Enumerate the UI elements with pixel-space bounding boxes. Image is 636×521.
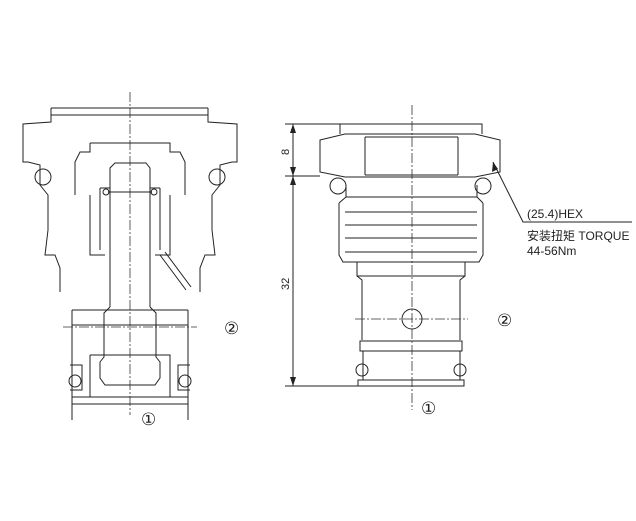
- hex-size-label: (25.4)HEX: [527, 207, 583, 221]
- o-ring: [474, 177, 492, 195]
- spool: [108, 162, 152, 307]
- exterior-view: 8 32 (25.4)HEX 安装扭矩 TORQUE 44-56Nm ② ①: [280, 105, 632, 418]
- ball: [150, 188, 158, 196]
- dimension-arrows: [290, 124, 296, 386]
- section-view: ② ①: [22, 92, 239, 429]
- hatch-line: [159, 254, 187, 291]
- o-ring: [453, 363, 467, 377]
- lower-body: [356, 262, 466, 340]
- leader-arrow: [492, 162, 498, 172]
- o-ring: [178, 374, 192, 388]
- spool-lower: [71, 306, 189, 420]
- housing-lower: [70, 354, 190, 405]
- spring-guide: [89, 187, 171, 256]
- lower-seal-groove: [357, 340, 465, 387]
- port2-label-right: ②: [497, 311, 512, 330]
- torque-label: 安装扭矩 TORQUE: [527, 228, 629, 243]
- port1-label-left: ①: [141, 410, 156, 429]
- o-ring: [208, 168, 226, 186]
- port1-label-right: ①: [421, 399, 436, 418]
- o-ring: [34, 168, 52, 186]
- hex-top: [339, 123, 483, 134]
- hex-nut: [319, 133, 501, 178]
- hatch-line: [164, 251, 192, 288]
- torque-value: 44-56Nm: [527, 244, 576, 258]
- inner-cap: [74, 142, 186, 195]
- port2-label-left: ②: [224, 319, 239, 338]
- thread-body: [338, 185, 484, 263]
- ball: [102, 188, 110, 196]
- o-ring: [329, 177, 347, 195]
- hex-leader-line: [492, 161, 632, 223]
- dimension-lines: [285, 123, 360, 387]
- o-ring: [68, 374, 82, 388]
- thread-lines: [345, 211, 477, 253]
- dim-32: 32: [280, 278, 292, 290]
- o-ring: [355, 363, 369, 377]
- housing-outline: [22, 107, 238, 292]
- dim-8: 8: [280, 149, 292, 155]
